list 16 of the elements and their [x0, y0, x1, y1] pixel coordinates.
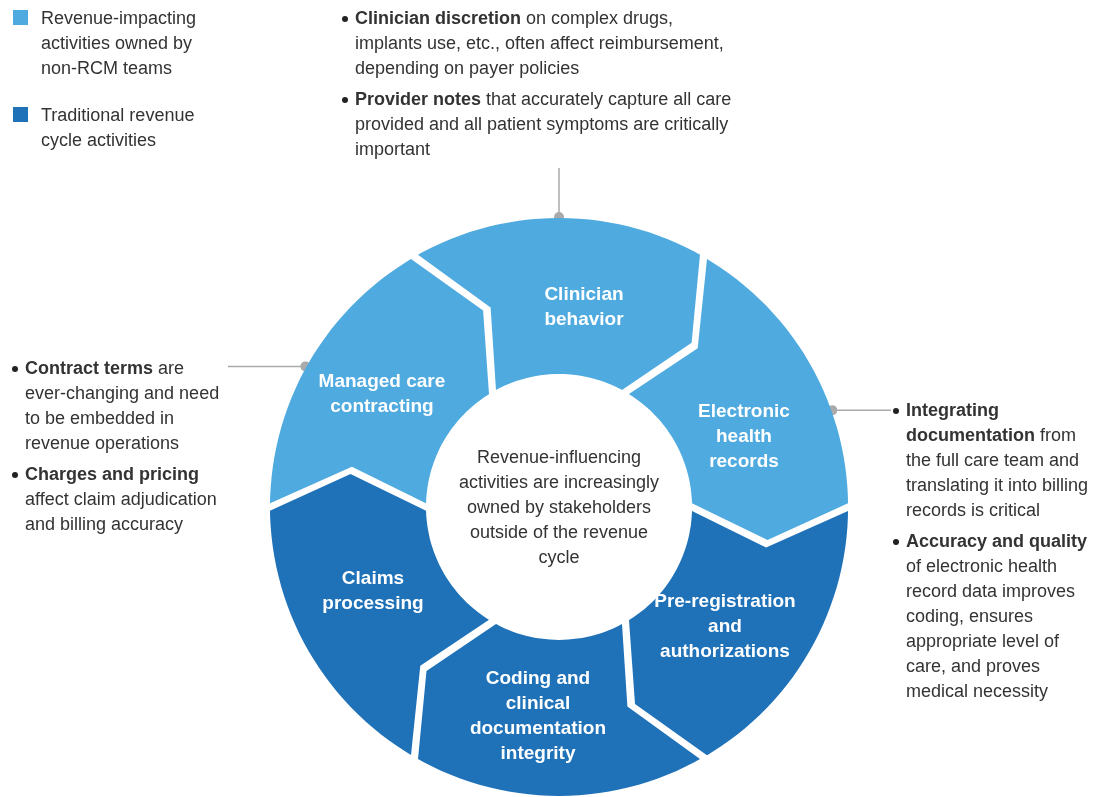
segment-label: Claims processing [321, 566, 425, 615]
annotation-text: Provider notes that accurately capture all care provided and all patient symptoms are critically important [355, 88, 732, 161]
segment-label: Electronic health records [697, 398, 791, 473]
leader-line [827, 405, 892, 416]
segment-label: Pre-registration and authorizations [653, 588, 797, 663]
center-text: Revenue-influencing activities are increasingly owned by stakeholders outside of the revenue cycle [457, 445, 661, 569]
leader-line [227, 361, 311, 372]
annotation-text: Contract terms are ever-changing and need to be embedded in revenue operations [25, 357, 221, 455]
segment-label: Clinician behavior [543, 282, 625, 331]
annotation-text: Charges and pricing affect claim adjudication and billing accuracy [25, 463, 218, 536]
segment-label: Coding and clinical documentation integrity [468, 666, 608, 765]
annotation-text: Integrating documentation from the full care team and translating it into billing records is critical [906, 399, 1090, 522]
legend-text: Traditional revenue cycle activities [41, 104, 196, 152]
segment-label: Managed care contracting [317, 369, 447, 418]
annotation-text: Accuracy and quality of electronic health record data improves coding, ensures appropriate level of care, and proves medical necessity [906, 530, 1089, 703]
legend-text: Revenue-impacting activities owned by non-RCM teams [41, 7, 198, 80]
